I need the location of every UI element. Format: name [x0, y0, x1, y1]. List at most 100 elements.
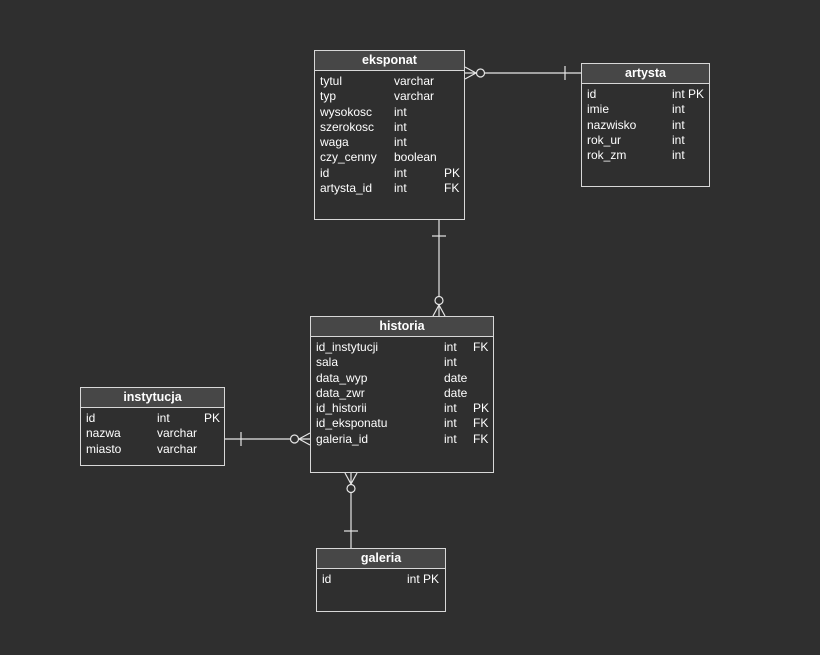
attribute-type: int — [672, 102, 685, 117]
attribute-name: rok_ur — [587, 132, 622, 147]
attribute-type: int — [157, 411, 170, 425]
attribute-row: id int PK — [587, 87, 704, 102]
attribute-type: int — [394, 181, 407, 196]
entity-title: eksponat — [315, 51, 464, 71]
attribute-type: date — [444, 370, 468, 385]
attribute-row: nazwa varchar — [86, 426, 219, 441]
attribute-row: czy_cenny boolean — [320, 150, 459, 165]
attribute-name: id — [320, 165, 330, 180]
attribute-name: id_historii — [316, 401, 367, 416]
attribute-row: wysokosc int — [320, 105, 459, 120]
entity-rows: id int PK nazwa varchar miasto varchar — [81, 408, 224, 457]
attribute-type: varchar — [394, 74, 435, 88]
attribute-type: varchar — [157, 426, 198, 441]
entity-title: artysta — [582, 64, 709, 84]
attribute-row: imie int — [587, 102, 704, 117]
attribute-type: int PK — [672, 87, 705, 101]
entity-rows: id int PK — [317, 569, 445, 587]
attribute-type: int PK — [407, 572, 440, 586]
entity-title: instytucja — [81, 388, 224, 408]
attribute-name: typ — [320, 89, 337, 104]
attribute-name: miasto — [86, 441, 122, 456]
attribute-type: int — [394, 165, 407, 180]
attribute-name: id_eksponatu — [316, 416, 388, 431]
attribute-type: boolean — [394, 150, 437, 165]
attribute-name: waga — [320, 135, 349, 150]
entity-eksponat[interactable]: eksponat tytul varchar typ varchar wysokosc i… — [314, 50, 465, 220]
attribute-name: id_instytucji — [316, 340, 379, 354]
attribute-name: nazwa — [86, 426, 121, 441]
attribute-key: FK — [473, 431, 489, 446]
relationship-historia-galeria — [344, 472, 358, 548]
attribute-name: imie — [587, 102, 610, 117]
attribute-name: sala — [316, 355, 339, 370]
attribute-key: PK — [444, 165, 461, 180]
attribute-name: tytul — [320, 74, 343, 88]
attribute-name: szerokosc — [320, 119, 375, 134]
attribute-name: data_zwr — [316, 385, 365, 400]
attribute-name: czy_cenny — [320, 150, 377, 165]
attribute-type: int — [672, 132, 685, 147]
attribute-type: int — [394, 135, 407, 150]
attribute-name: nazwisko — [587, 117, 637, 132]
relationship-instytucja-historia — [225, 432, 311, 446]
attribute-row: id_instytucji int FK — [316, 340, 488, 355]
attribute-row: id_historii int PK — [316, 401, 490, 416]
attribute-row: id int PK — [322, 572, 440, 587]
attribute-type: int — [444, 416, 457, 431]
attribute-type: int — [444, 431, 457, 446]
entity-title: galeria — [317, 549, 445, 569]
attribute-key: FK — [473, 416, 489, 431]
attribute-row: sala int — [316, 355, 488, 370]
attribute-type: int — [672, 148, 685, 163]
entity-title: historia — [311, 317, 493, 337]
attribute-type: int — [444, 355, 457, 370]
attribute-name: galeria_id — [316, 431, 369, 446]
attribute-row: id_eksponatu int FK — [316, 416, 488, 431]
attribute-row: artysta_id int FK — [320, 181, 459, 196]
attribute-type: int — [444, 401, 457, 416]
attribute-type: int — [672, 117, 685, 132]
attribute-key: PK — [473, 401, 490, 416]
attribute-name: id — [587, 87, 597, 101]
attribute-type: date — [444, 385, 468, 400]
entity-galeria[interactable]: galeria id int PK — [316, 548, 446, 612]
attribute-row: data_zwr date — [316, 386, 488, 401]
attribute-key: PK — [204, 411, 221, 425]
attribute-row: waga int — [320, 135, 459, 150]
entity-instytucja[interactable]: instytucja id int PK nazwa varchar miasto varc… — [80, 387, 225, 466]
attribute-name: wysokosc — [320, 104, 373, 119]
attribute-name: rok_zm — [587, 148, 627, 163]
attribute-type: varchar — [157, 441, 198, 456]
attribute-row: data_wyp date — [316, 371, 488, 386]
attribute-name: id — [86, 411, 96, 425]
attribute-name: id — [322, 572, 332, 586]
attribute-row: id int PK — [320, 165, 461, 181]
attribute-key: FK — [473, 340, 489, 354]
relationship-eksponat-artysta — [464, 66, 581, 80]
attribute-row: typ varchar — [320, 89, 459, 104]
attribute-row: rok_zm int — [587, 148, 704, 163]
attribute-row: rok_ur int — [587, 133, 704, 148]
attribute-type: int — [394, 104, 407, 119]
attribute-row: galeria_id int FK — [316, 432, 488, 447]
attribute-type: int — [444, 340, 457, 354]
attribute-row: tytul varchar — [320, 74, 459, 89]
relationship-eksponat-historia — [432, 220, 446, 317]
attribute-type: int — [394, 119, 407, 134]
attribute-row: nazwisko int — [587, 118, 704, 133]
attribute-name: artysta_id — [320, 181, 373, 196]
attribute-name: data_wyp — [316, 370, 368, 385]
attribute-row: szerokosc int — [320, 120, 459, 135]
attribute-type: varchar — [394, 89, 435, 104]
attribute-key: FK — [444, 181, 460, 196]
attribute-row: id int PK — [86, 411, 221, 426]
attribute-row: miasto varchar — [86, 442, 219, 457]
